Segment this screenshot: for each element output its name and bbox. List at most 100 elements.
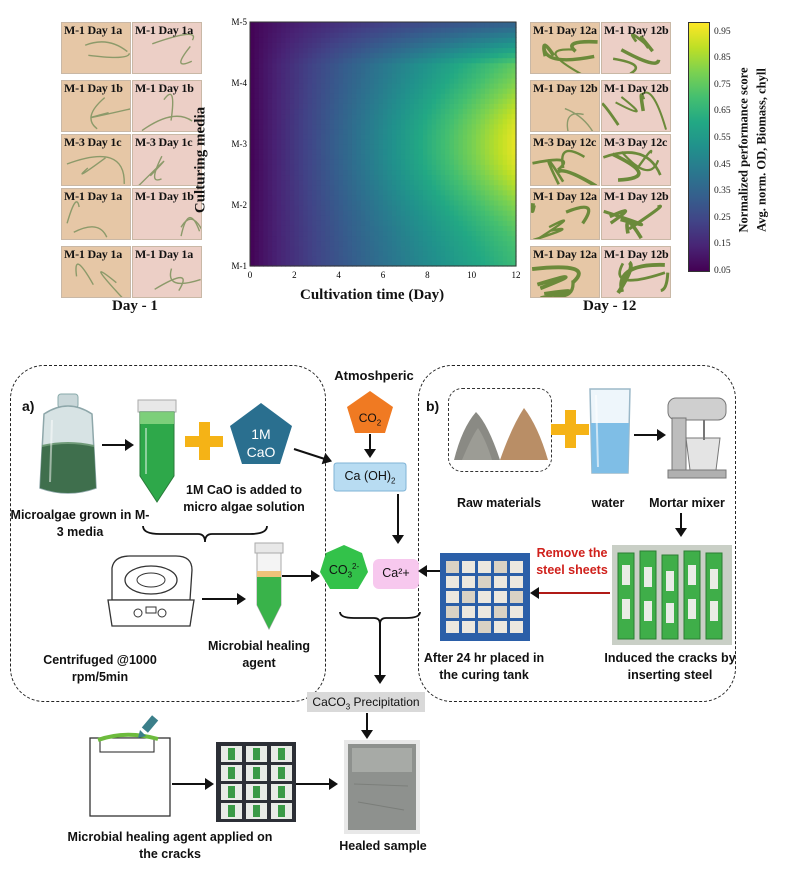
heatmap-cell [320, 210, 326, 216]
heatmap-cell [440, 103, 446, 110]
heatmap-cell [436, 77, 442, 84]
heatmap-cell [431, 260, 437, 267]
heatmap-cell [325, 133, 331, 140]
heatmap-cell [431, 37, 437, 43]
heatmap-cell [467, 210, 473, 216]
heatmap-cell [276, 154, 282, 160]
heatmap-cell [360, 27, 366, 33]
arrow-apply-to-samples [172, 778, 214, 790]
heatmap-cell [272, 42, 278, 49]
heatmap-cell [467, 98, 473, 104]
heatmap-cell [418, 83, 424, 89]
heatmap-cell [427, 144, 433, 150]
arrow-co2-to-caoh [364, 434, 376, 458]
heatmap-cell [400, 260, 406, 267]
heatmap-cell [289, 154, 295, 160]
heatmap-cell [493, 57, 499, 64]
centrifuge-image [107, 555, 195, 627]
heatmap-cell [281, 154, 287, 160]
heatmap-cell [480, 52, 486, 59]
heatmap-cell [502, 47, 508, 54]
heatmap-cell [369, 42, 375, 49]
heatmap-cell [347, 103, 353, 110]
heatmap-cell [396, 250, 402, 257]
heatmap-cell [276, 22, 282, 28]
heatmap-cell [365, 154, 371, 160]
heatmap-cell [338, 154, 344, 160]
heatmap-cell [276, 169, 282, 176]
heatmap-cell [400, 47, 406, 54]
heatmap-cell [365, 67, 371, 74]
heatmap-y-tick: M-3 [232, 139, 248, 149]
heatmap-cell [365, 164, 371, 171]
heatmap-cell [391, 57, 397, 64]
heatmap-cell [436, 138, 442, 145]
heatmap-cell [325, 230, 331, 237]
co3-superscript: 2- [352, 562, 360, 571]
heatmap-cell [254, 189, 260, 196]
heatmap-cell [338, 230, 344, 237]
heatmap-cell [489, 133, 495, 140]
heatmap-cell [285, 133, 291, 140]
heatmap-cell [431, 230, 437, 237]
heatmap-cell [422, 88, 428, 94]
heatmap-cell [378, 199, 384, 206]
heatmap-cell [507, 159, 513, 165]
heatmap-cell [276, 205, 282, 211]
heatmap-cell [258, 27, 264, 33]
heatmap-cell [400, 220, 406, 226]
heatmap-cell [427, 27, 433, 33]
heatmap-cell [267, 103, 273, 110]
heatmap-cell [289, 174, 295, 181]
heatmap-cell [378, 52, 384, 59]
heatmap-cell [325, 159, 331, 165]
heatmap-cell [493, 149, 499, 155]
heatmap-cell [476, 67, 482, 74]
heatmap-cell [440, 77, 446, 84]
heatmap-cell [320, 72, 326, 79]
heatmap-cell [436, 83, 442, 89]
heatmap-cell [374, 210, 380, 216]
heatmap-cell [418, 27, 424, 33]
heatmap-cell [405, 113, 411, 120]
heatmap-cell [511, 93, 517, 99]
heatmap-cell [476, 42, 482, 49]
micrograph-panel-label: M-1 Day 1a [64, 247, 122, 261]
heatmap-cell [272, 164, 278, 171]
heatmap-cell [462, 93, 468, 99]
heatmap-cell [303, 47, 309, 54]
heatmap-cell [498, 220, 504, 226]
heatmap-cell [502, 98, 508, 104]
heatmap-cell [484, 83, 490, 89]
heatmap-cell [276, 138, 282, 145]
heatmap-cell [356, 77, 362, 84]
heatmap-cell [347, 260, 353, 267]
heatmap-cell [285, 108, 291, 115]
heatmap-cell [298, 83, 304, 89]
heatmap-cell [356, 47, 362, 54]
precip-bracket [339, 611, 421, 625]
heatmap-cell [378, 144, 384, 150]
heatmap-cell [369, 62, 375, 69]
co2-label: CO2 [345, 411, 395, 427]
heatmap-cell [356, 164, 362, 171]
heatmap-cell [502, 174, 508, 181]
heatmap-cell [267, 154, 273, 160]
heatmap-cell [351, 128, 357, 135]
heatmap-cell [378, 189, 384, 196]
heatmap-cell [462, 230, 468, 237]
heatmap-cell [453, 225, 459, 232]
heatmap-cell [387, 205, 393, 211]
heatmap-cell [267, 32, 273, 38]
heatmap-y-tick: M-2 [232, 200, 248, 210]
heatmap-cell [431, 250, 437, 257]
heatmap-cell [272, 32, 278, 38]
heatmap-cell [498, 37, 504, 43]
heatmap-cell [347, 184, 353, 191]
heatmap-cell [276, 210, 282, 216]
heatmap-cell [507, 88, 513, 94]
heatmap-cell [298, 230, 304, 237]
heatmap-cell [374, 154, 380, 160]
heatmap-cell [343, 159, 349, 165]
heatmap-cell [312, 240, 318, 247]
